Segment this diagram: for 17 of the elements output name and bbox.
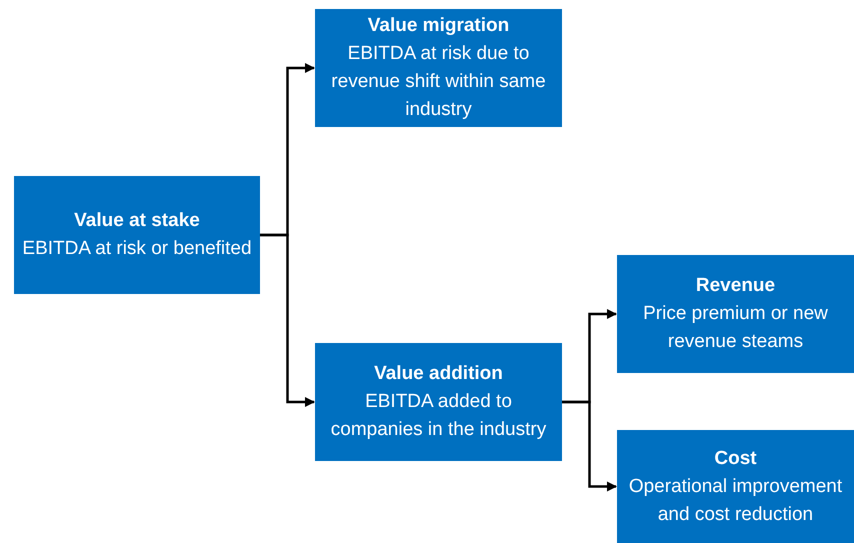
process-box	[617, 255, 854, 373]
process-box	[315, 343, 562, 461]
box-heading: Value at stake	[74, 209, 200, 233]
box-description: Price premium or new revenue steams	[642, 302, 829, 354]
box-heading: Value migration	[368, 14, 510, 38]
box-description: EBITDA at risk or benefited	[22, 237, 252, 261]
connector-arrow	[260, 234, 315, 407]
box-description: EBITDA added to companies in the industry	[330, 390, 548, 442]
process-box	[315, 9, 562, 127]
box-description: Operational improvement and cost reduction	[628, 474, 844, 526]
process-box	[14, 176, 260, 294]
connector-arrow	[562, 400, 617, 492]
box-description: EBITDA at risk due to revenue shift within same industry	[330, 42, 547, 122]
box-heading: Revenue	[696, 274, 776, 298]
box-heading: Cost	[714, 446, 757, 470]
process-box	[617, 430, 854, 543]
box-heading: Value addition	[374, 362, 503, 386]
